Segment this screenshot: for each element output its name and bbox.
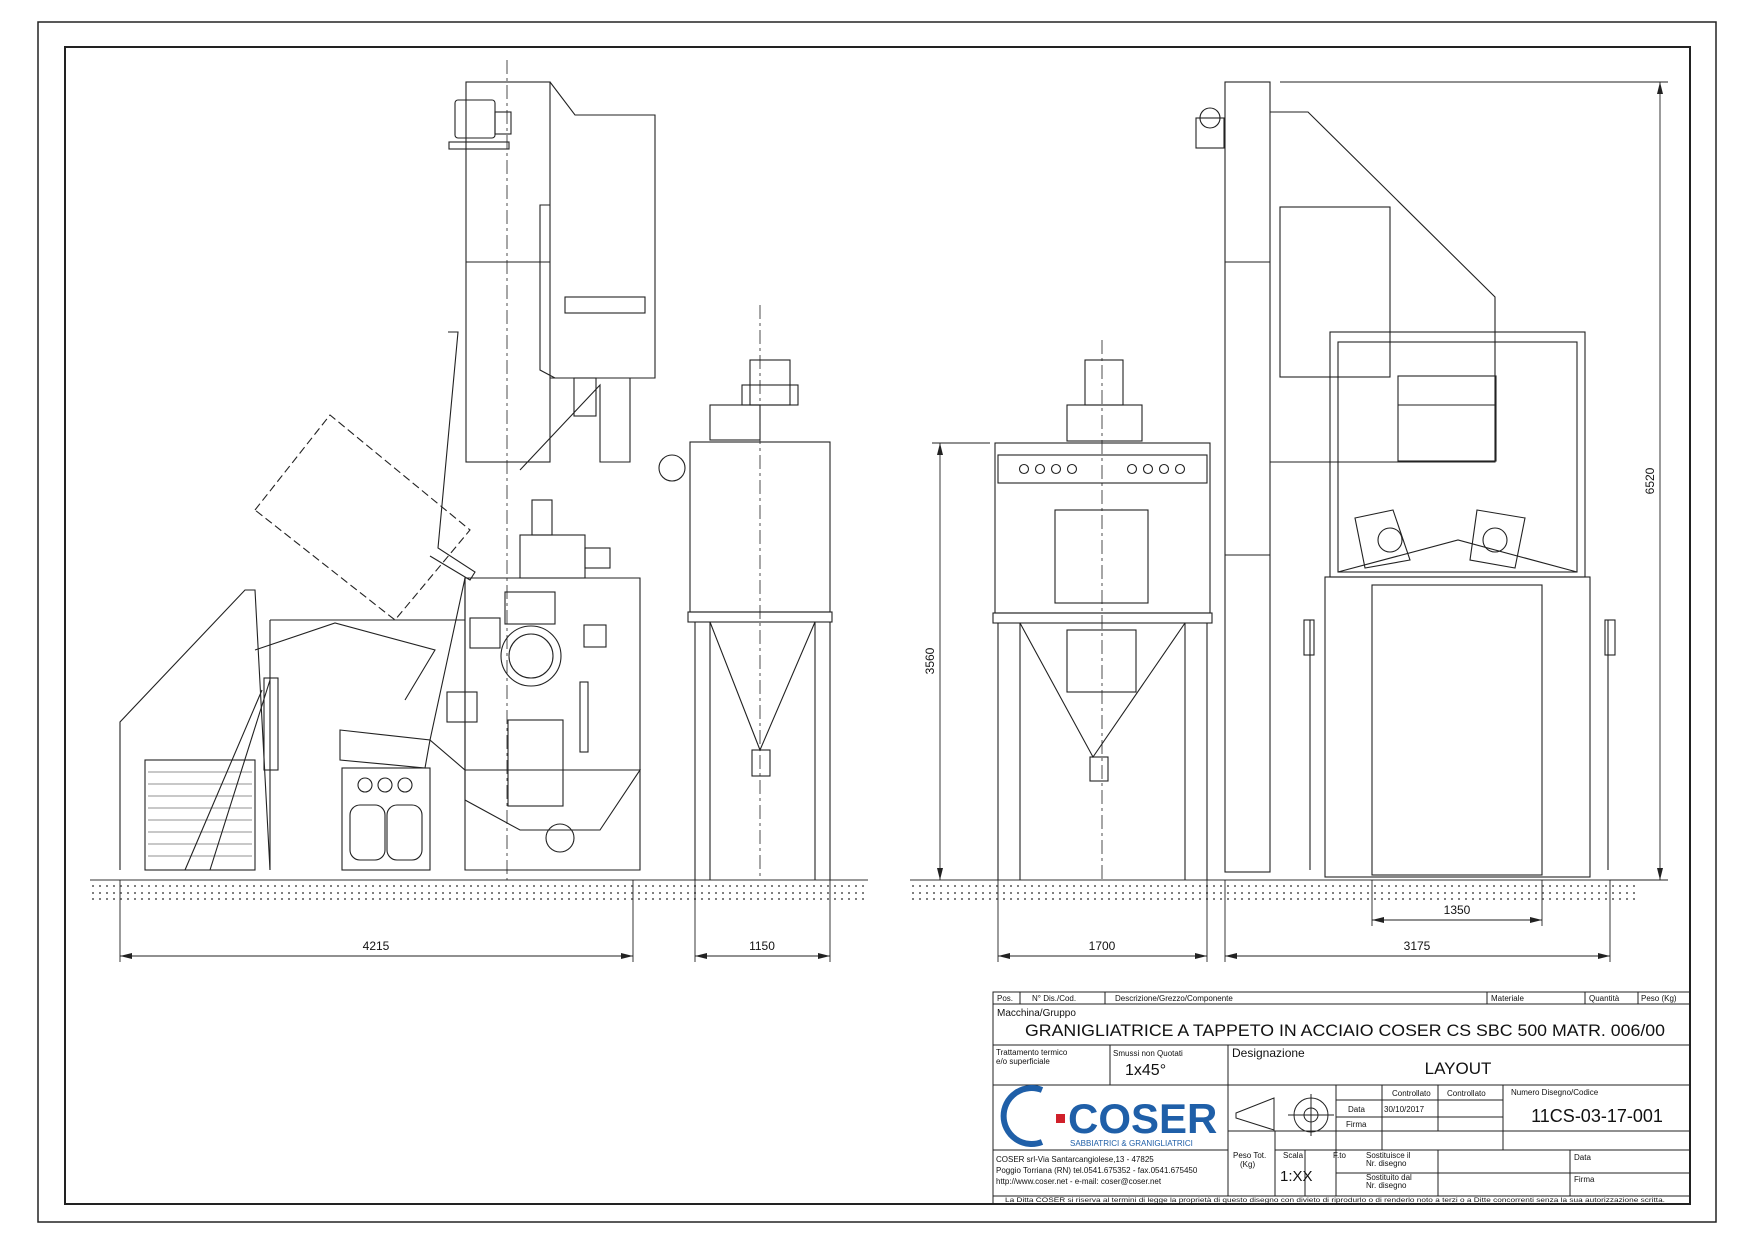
projection-symbol bbox=[1235, 1094, 1334, 1136]
tb-sostituisce-2: Nr. disegno bbox=[1366, 1159, 1407, 1168]
dim-1150: 1150 bbox=[749, 939, 775, 953]
tb-header-qty: Quantità bbox=[1589, 994, 1620, 1003]
outer-border bbox=[37, 21, 1717, 1223]
tb-trattamento-label-1: Trattamento termico bbox=[996, 1048, 1068, 1057]
tb-sostituito-1: Sostituito dal bbox=[1366, 1173, 1412, 1182]
tb-firma-2: Firma bbox=[1574, 1175, 1595, 1184]
front-view-dust-collector bbox=[992, 340, 1213, 880]
tb-macchina-value: GRANIGLIATRICE A TAPPETO IN ACCIAIO COSE… bbox=[1025, 1021, 1665, 1040]
tb-data-value: 30/10/2017 bbox=[1384, 1105, 1425, 1114]
dimension-arrows bbox=[120, 82, 1663, 959]
address-line-3: http://www.coser.net - e-mail: coser@cos… bbox=[996, 1177, 1162, 1186]
dim-1350: 1350 bbox=[1444, 903, 1471, 917]
title-block-lines bbox=[992, 991, 1691, 1205]
logo-text: COSER bbox=[1068, 1095, 1217, 1142]
coser-logo: COSER SABBIATRICI & GRANIGLIATRICI bbox=[1000, 1085, 1217, 1148]
tb-peso-tot-2: (Kg) bbox=[1240, 1160, 1255, 1169]
tb-scala-label: Scala bbox=[1283, 1151, 1304, 1160]
tb-header-descr: Descrizione/Grezzo/Componente bbox=[1115, 994, 1233, 1003]
dim-3175: 3175 bbox=[1404, 939, 1431, 953]
tb-sostituito-2: Nr. disegno bbox=[1366, 1181, 1407, 1190]
tb-data-label: Data bbox=[1348, 1105, 1365, 1114]
dim-4215: 4215 bbox=[363, 939, 390, 953]
address-line-1: COSER srl-Via Santarcangiolese,13 - 4782… bbox=[996, 1155, 1154, 1164]
tb-header-pos: Pos. bbox=[997, 994, 1013, 1003]
dim-6520: 6520 bbox=[1643, 467, 1657, 494]
address-line-2: Poggio Torriana (RN) tel.0541.675352 - f… bbox=[996, 1166, 1198, 1175]
tb-macchina-label: Macchina/Gruppo bbox=[997, 1008, 1076, 1019]
side-view-machine bbox=[119, 60, 833, 880]
tb-scala-value: 1:XX bbox=[1280, 1168, 1313, 1185]
tb-firma-label: Firma bbox=[1346, 1120, 1367, 1129]
tb-numero-label: Numero Disegno/Codice bbox=[1511, 1088, 1599, 1097]
ground-lines bbox=[90, 879, 1640, 900]
tb-sostituisce-1: Sostituisce il bbox=[1366, 1151, 1411, 1160]
tb-designazione-value: LAYOUT bbox=[1425, 1059, 1492, 1078]
tb-fto-label: F.to bbox=[1333, 1151, 1346, 1160]
inner-border bbox=[64, 46, 1691, 1205]
front-view-machine bbox=[1195, 81, 1616, 878]
tb-designazione-label: Designazione bbox=[1232, 1046, 1305, 1060]
tb-controllato-1: Controllato bbox=[1392, 1089, 1431, 1098]
tb-numero-value: 11CS-03-17-001 bbox=[1531, 1106, 1663, 1126]
logo-subtitle: SABBIATRICI & GRANIGLIATRICI bbox=[1070, 1139, 1193, 1148]
tb-disclaimer: La Ditta COSER si riserva al termini di … bbox=[1005, 1198, 1665, 1204]
tb-header-mat: Materiale bbox=[1491, 994, 1524, 1003]
dim-3560: 3560 bbox=[923, 647, 937, 674]
tb-controllato-2: Controllato bbox=[1447, 1089, 1486, 1098]
dim-1700: 1700 bbox=[1089, 939, 1116, 953]
tb-peso-tot-1: Peso Tot. bbox=[1233, 1151, 1266, 1160]
tb-data-2: Data bbox=[1574, 1153, 1591, 1162]
tb-trattamento-label-2: e/o superficiale bbox=[996, 1057, 1050, 1066]
logo-red-square bbox=[1056, 1114, 1065, 1123]
dimension-lines bbox=[119, 81, 1668, 962]
tb-smussi-value: 1x45° bbox=[1125, 1062, 1166, 1079]
tb-header-peso: Peso (Kg) bbox=[1641, 994, 1677, 1003]
tb-smussi-label: Smussi non Quotati bbox=[1113, 1049, 1183, 1058]
tb-header-dis: N° Dis./Cod. bbox=[1032, 994, 1076, 1003]
